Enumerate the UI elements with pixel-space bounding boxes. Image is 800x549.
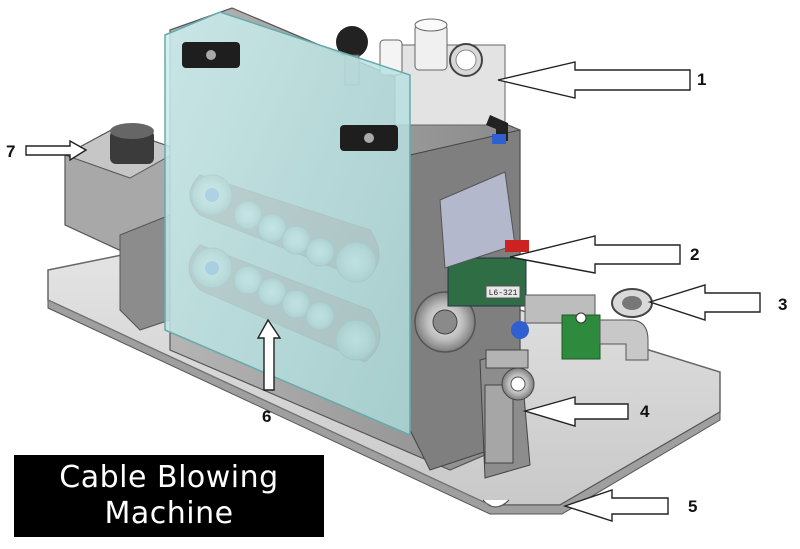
title-line-1: Cable Blowing	[59, 460, 279, 495]
callout-3: 3	[778, 295, 788, 314]
pressure-wheel: L6-321	[414, 171, 529, 353]
arrow-icon-5	[562, 489, 669, 522]
arrow-icon-3	[647, 284, 761, 321]
callout-6: 6	[262, 407, 272, 426]
arrow-icon-2	[509, 235, 681, 274]
nameplate-text: L6-321	[489, 289, 518, 298]
left-motor-block	[63, 123, 182, 331]
arrow-icon-1	[497, 61, 691, 99]
callout-4: 4	[640, 402, 650, 421]
transparent-guard	[164, 11, 411, 437]
arrow-icon-7	[25, 139, 88, 162]
title-box: Cable Blowing Machine	[14, 455, 324, 537]
callout-2: 2	[690, 245, 700, 264]
title-line-2: Machine	[104, 496, 234, 531]
callout-7: 7	[6, 142, 16, 161]
cable-guide-bracket	[479, 349, 535, 479]
callout-1: 1	[697, 70, 707, 89]
arrow-icon-4	[522, 396, 629, 427]
arrow-icon-6	[256, 318, 282, 391]
callout-5: 5	[688, 497, 698, 516]
callout-arrows	[25, 61, 761, 522]
air-regulator-assembly	[336, 18, 508, 144]
